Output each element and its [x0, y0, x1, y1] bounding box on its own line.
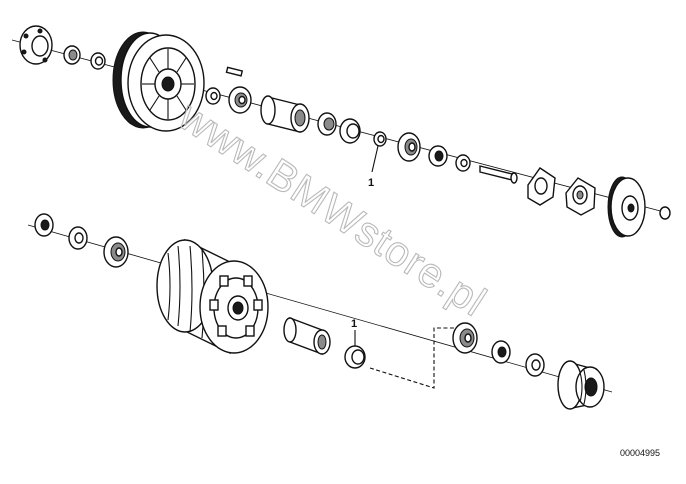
lower-assembly: 1 [27, 213, 613, 410]
upper-bushing-a [317, 112, 337, 136]
upper-end-disc [607, 176, 646, 238]
upper-spoked-pulley [112, 31, 205, 132]
upper-flange-plate-a [527, 167, 556, 206]
upper-bolt [479, 165, 518, 184]
upper-end-nut [659, 206, 671, 220]
upper-bearing-a [228, 86, 252, 114]
upper-ring-b [90, 52, 106, 70]
lower-dashed-bracket [369, 327, 462, 389]
upper-spacer-tube [260, 95, 310, 133]
callout-upper: 1 [368, 177, 374, 189]
lower-bearing-a [103, 236, 129, 268]
upper-assembly: 1 [11, 25, 671, 238]
upper-bushing-b [339, 118, 361, 144]
upper-pin [225, 66, 244, 77]
reference-number: 00004995 [620, 448, 660, 458]
upper-flange-plate-b [565, 177, 596, 216]
upper-ring-a [63, 45, 81, 65]
upper-washer-a [205, 87, 221, 105]
lower-washer-b [525, 353, 545, 377]
lower-washer-a [491, 340, 511, 364]
lower-ring-b [68, 226, 88, 250]
upper-washer-b [428, 145, 448, 167]
lower-bearing-b [452, 322, 478, 354]
callout-lower: 1 [351, 318, 357, 330]
lower-spacer-tube [283, 316, 331, 356]
lower-ring-a [34, 213, 54, 237]
lower-sleeve [344, 330, 366, 369]
upper-bearing-b [397, 132, 421, 162]
upper-washer-c [455, 154, 471, 172]
upper-snap-ring [371, 131, 387, 173]
lower-grooved-pulley [156, 238, 269, 355]
lower-cap-nut [557, 360, 605, 410]
upper-flange-hub [19, 25, 53, 65]
